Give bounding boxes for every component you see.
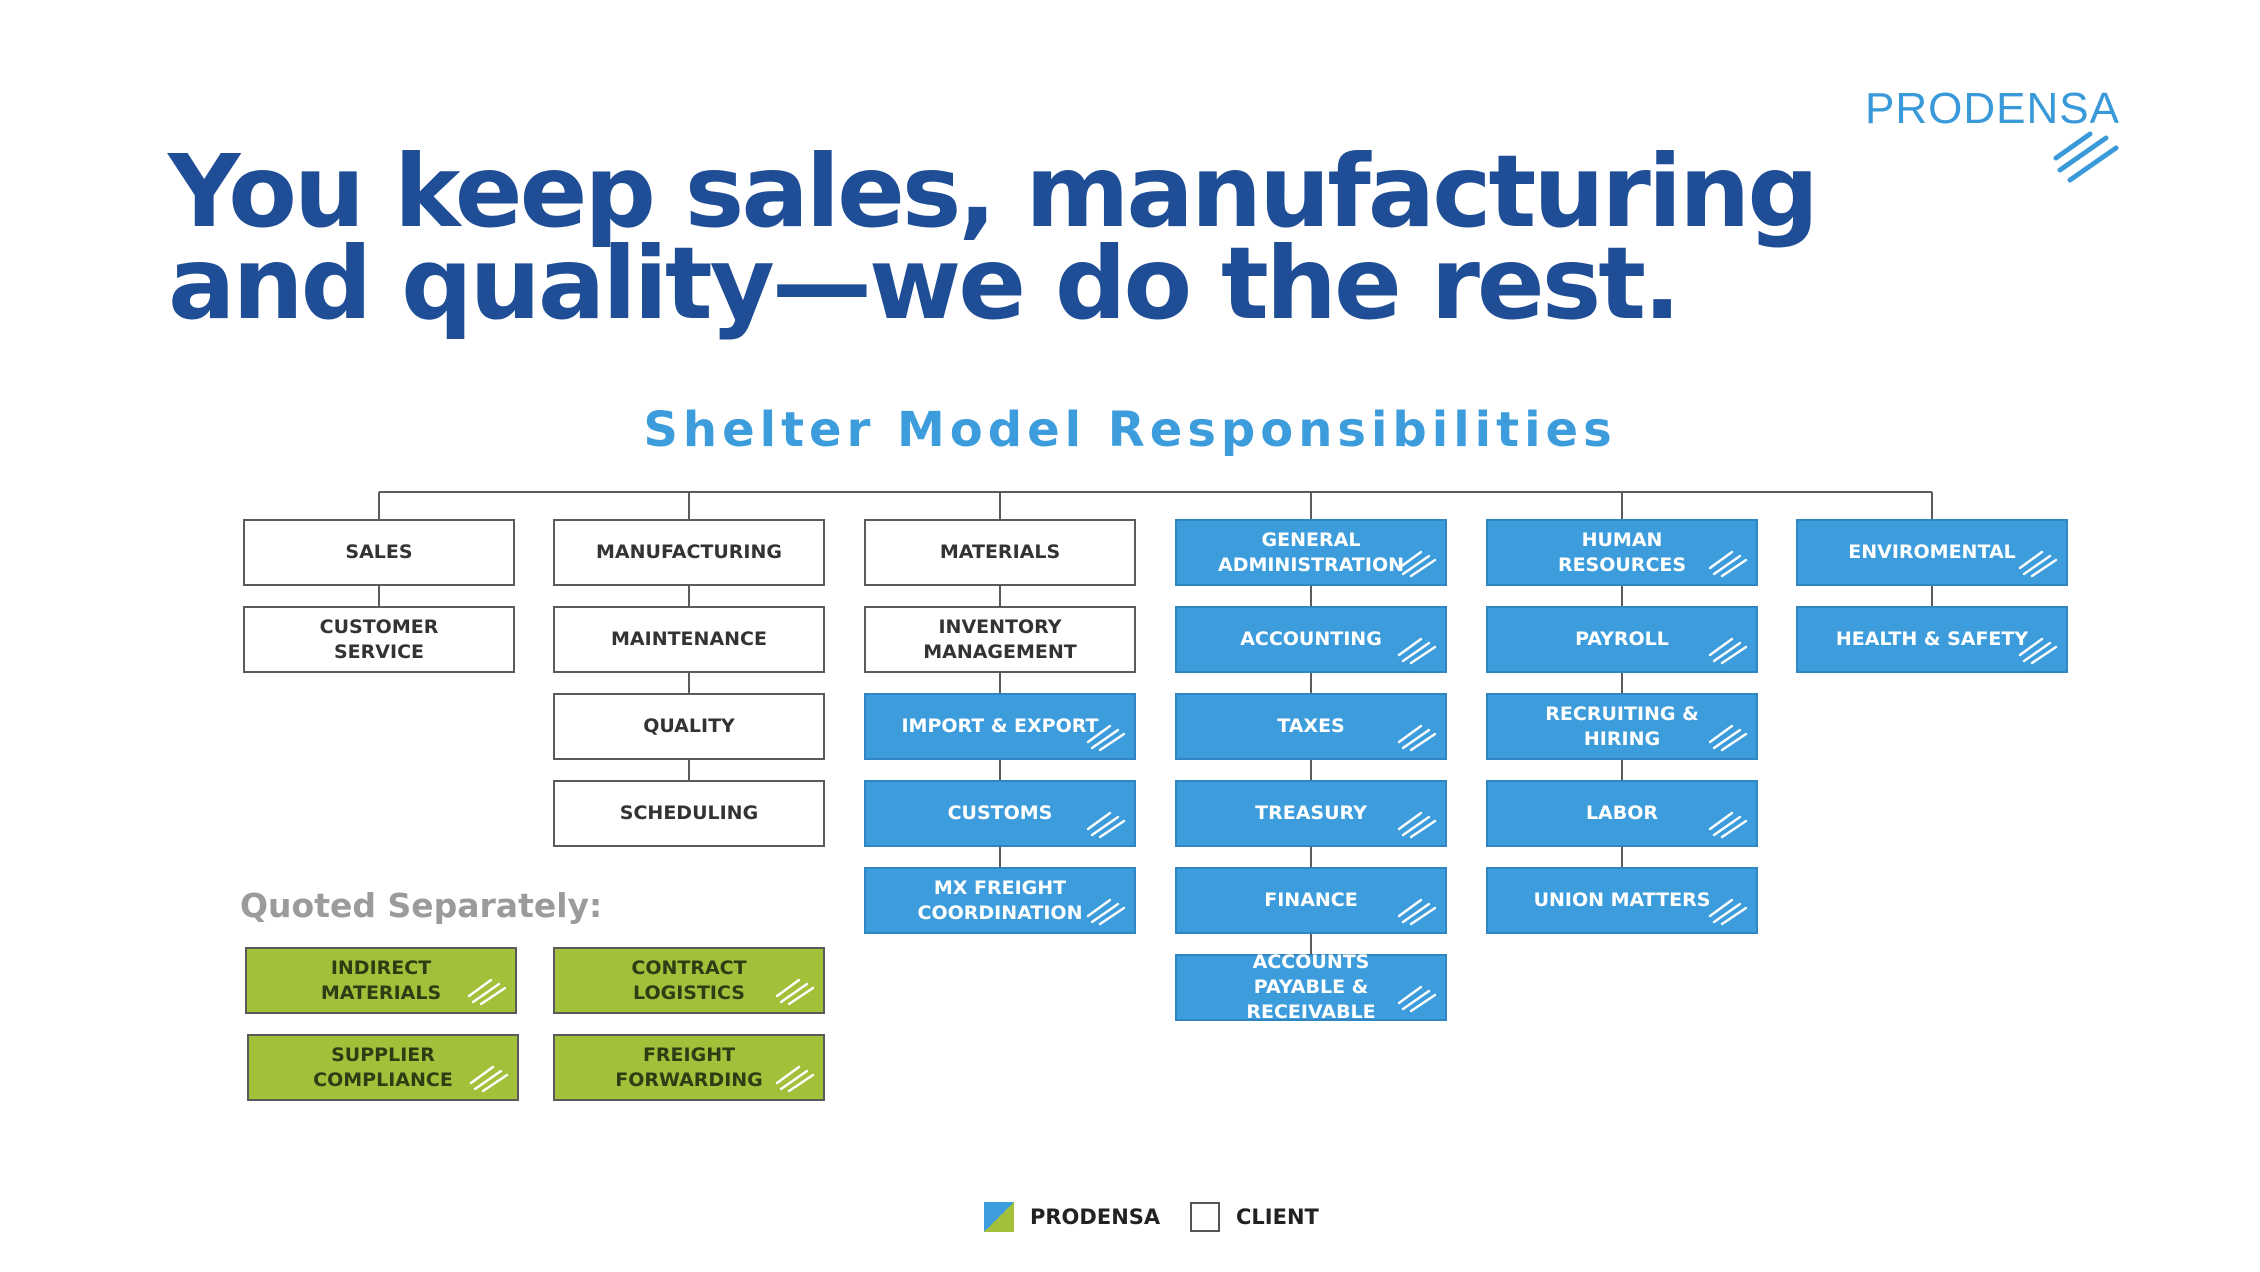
box-enviromental: ENVIROMENTAL	[1796, 519, 2068, 586]
box-health-and-safety: HEALTH & SAFETY	[1796, 606, 2068, 673]
box-label: HUMAN RESOURCES	[1557, 528, 1687, 576]
hatch-icon	[1708, 898, 1748, 926]
hatch-icon	[1397, 811, 1437, 839]
box-mx-freight-coordination: MX FREIGHT COORDINATION	[864, 867, 1136, 934]
headline-line-2: and quality—we do the rest.	[168, 225, 1681, 342]
box-label: ENVIROMENTAL	[1848, 541, 2016, 563]
hatch-icon	[1086, 724, 1126, 752]
box-label: MAINTENANCE	[611, 628, 767, 650]
hatch-icon	[1086, 898, 1126, 926]
box-label: INDIRECT MATERIALS	[320, 956, 442, 1004]
box-label: UNION MATTERS	[1533, 889, 1711, 911]
box-label: HEALTH & SAFETY	[1835, 628, 2029, 650]
box-customs: CUSTOMS	[864, 780, 1136, 847]
box-contract-logistics: CONTRACT LOGISTICS	[553, 947, 825, 1014]
diagram-title: Shelter Model Responsibilities	[643, 402, 1617, 458]
box-taxes: TAXES	[1175, 693, 1447, 760]
hatch-icon	[1708, 811, 1748, 839]
hatch-icon	[1397, 550, 1437, 578]
box-quality: QUALITY	[553, 693, 825, 760]
box-label: ACCOUNTING	[1240, 628, 1382, 650]
box-scheduling: SCHEDULING	[553, 780, 825, 847]
box-label: MX FREIGHT COORDINATION	[917, 876, 1083, 924]
box-accounting: ACCOUNTING	[1175, 606, 1447, 673]
box-labor: LABOR	[1486, 780, 1758, 847]
box-label: SALES	[345, 541, 413, 563]
box-manufacturing: MANUFACTURING	[553, 519, 825, 586]
box-label: LABOR	[1585, 802, 1659, 824]
box-label: QUALITY	[643, 715, 735, 737]
hatch-icon	[1397, 898, 1437, 926]
box-label: SCHEDULING	[619, 802, 759, 824]
logo-hatch-icon	[2053, 131, 2119, 183]
box-label: TREASURY	[1255, 802, 1367, 824]
hatch-icon	[2018, 637, 2058, 665]
hatch-icon	[1397, 637, 1437, 665]
box-import-and-export: IMPORT & EXPORT	[864, 693, 1136, 760]
box-label: CUSTOMER SERVICE	[319, 615, 439, 663]
box-inventory-management: INVENTORY MANAGEMENT	[864, 606, 1136, 673]
box-label: PAYROLL	[1575, 628, 1669, 650]
legend-client-label: CLIENT	[1236, 1205, 1319, 1229]
hatch-icon	[1708, 550, 1748, 578]
hatch-icon	[467, 978, 507, 1006]
box-human-resources: HUMAN RESOURCES	[1486, 519, 1758, 586]
box-general-administration: GENERAL ADMINISTRATION	[1175, 519, 1447, 586]
box-maintenance: MAINTENANCE	[553, 606, 825, 673]
legend-client: CLIENT	[1190, 1200, 1319, 1234]
box-accounts-payable-and-receivable: ACCOUNTS PAYABLE & RECEIVABLE	[1175, 951, 1447, 1023]
quoted-separately-label: Quoted Separately:	[240, 886, 603, 925]
box-union-matters: UNION MATTERS	[1486, 867, 1758, 934]
box-freight-forwarding: FREIGHT FORWARDING	[553, 1034, 825, 1101]
box-sales: SALES	[243, 519, 515, 586]
hatch-icon	[1397, 724, 1437, 752]
box-label: MATERIALS	[939, 541, 1061, 563]
hatch-icon	[1086, 811, 1126, 839]
hatch-icon	[1708, 724, 1748, 752]
box-label: ACCOUNTS PAYABLE & RECEIVABLE	[1246, 951, 1376, 1023]
hatch-icon	[1397, 985, 1437, 1013]
box-supplier-compliance: SUPPLIER COMPLIANCE	[247, 1034, 519, 1101]
hatch-icon	[775, 1065, 815, 1093]
box-label: RECRUITING & HIRING	[1545, 702, 1699, 750]
hatch-icon	[1708, 637, 1748, 665]
legend-client-swatch	[1190, 1202, 1220, 1232]
box-label: FREIGHT FORWARDING	[615, 1043, 763, 1091]
hatch-icon	[775, 978, 815, 1006]
prodensa-logo: PRODENSA	[1840, 84, 2120, 184]
box-label: GENERAL ADMINISTRATION	[1217, 528, 1404, 576]
box-customer-service: CUSTOMER SERVICE	[243, 606, 515, 673]
legend-prodensa: PRODENSA	[984, 1200, 1160, 1234]
box-payroll: PAYROLL	[1486, 606, 1758, 673]
box-label: CONTRACT LOGISTICS	[631, 956, 747, 1004]
box-finance: FINANCE	[1175, 867, 1447, 934]
box-treasury: TREASURY	[1175, 780, 1447, 847]
headline: You keep sales, manufacturing and qualit…	[168, 142, 1819, 334]
box-label: IMPORT & EXPORT	[901, 715, 1099, 737]
box-label: FINANCE	[1264, 889, 1358, 911]
hatch-icon	[469, 1065, 509, 1093]
headline-line-1: You keep sales, manufacturing	[168, 133, 1819, 250]
logo-text: PRODENSA	[1865, 84, 2120, 133]
box-label: MANUFACTURING	[596, 541, 782, 563]
box-indirect-materials: INDIRECT MATERIALS	[245, 947, 517, 1014]
legend-prodensa-label: PRODENSA	[1030, 1205, 1161, 1229]
box-materials: MATERIALS	[864, 519, 1136, 586]
box-label: INVENTORY MANAGEMENT	[923, 615, 1077, 663]
legend-prodensa-swatch	[984, 1202, 1014, 1232]
box-label: SUPPLIER COMPLIANCE	[313, 1043, 453, 1091]
hatch-icon	[2018, 550, 2058, 578]
box-label: TAXES	[1277, 715, 1345, 737]
box-label: CUSTOMS	[947, 802, 1053, 824]
box-recruiting-and-hiring: RECRUITING & HIRING	[1486, 693, 1758, 760]
